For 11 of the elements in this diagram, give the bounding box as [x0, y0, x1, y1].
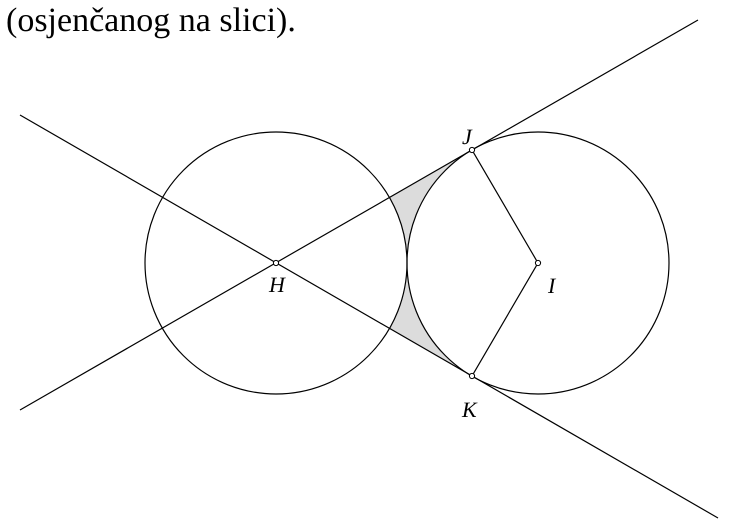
point-marker: [534, 260, 542, 266]
point-marker: [468, 146, 476, 154]
point-marker: [468, 372, 476, 380]
point-label: K: [462, 399, 477, 421]
point-label: J: [462, 126, 472, 148]
line-segment: [473, 265, 537, 374]
caption-text: (osjenčanog na slici).: [6, 4, 296, 38]
point-label: H: [269, 274, 285, 296]
point-label: I: [548, 275, 556, 297]
line-segment: [473, 152, 537, 261]
point-marker: [272, 260, 280, 266]
